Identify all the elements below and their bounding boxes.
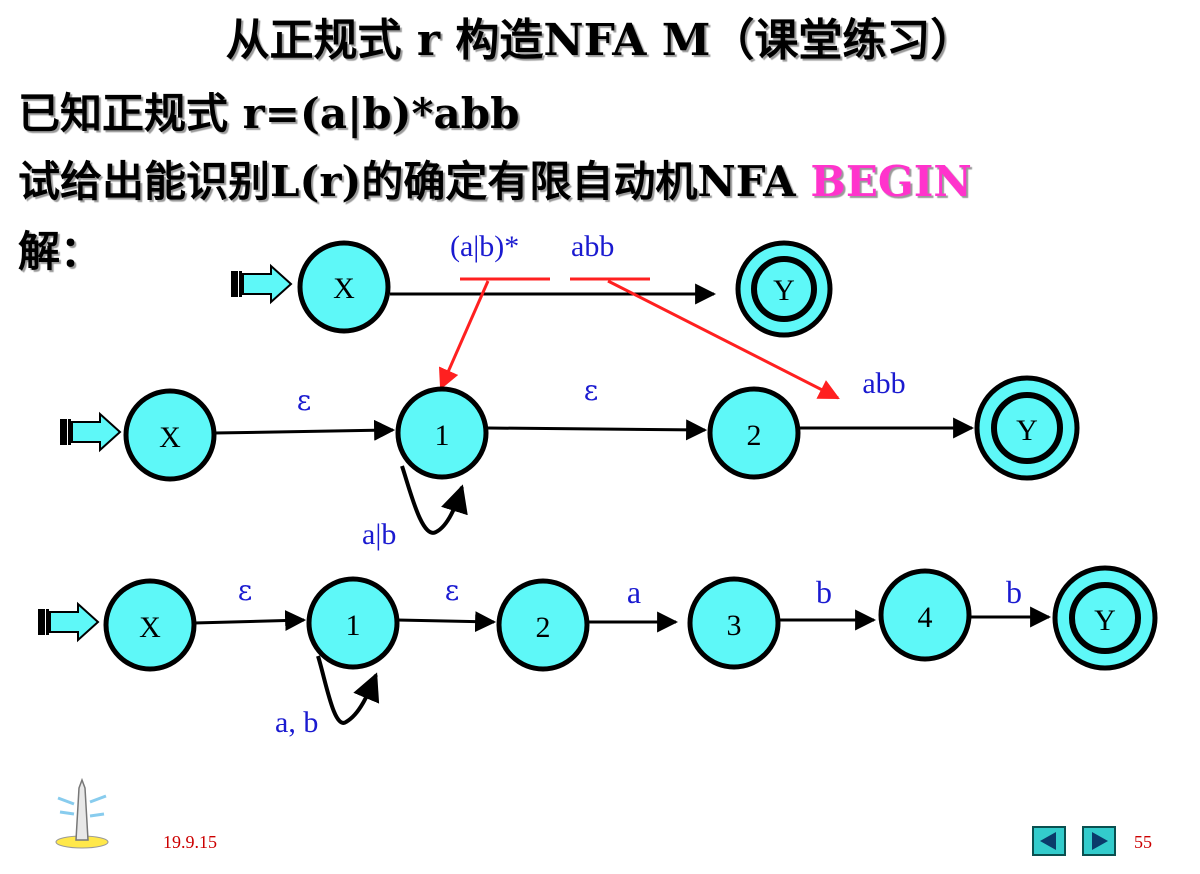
label-abb: abb bbox=[571, 230, 614, 263]
start-arrow-icon bbox=[38, 601, 100, 643]
edge-label: ε bbox=[445, 574, 460, 607]
slide-date: 19.9.15 bbox=[163, 832, 217, 852]
transition-arrow bbox=[213, 419, 396, 441]
slide-title: 从正规式 r 构造NFA M（课堂练习） bbox=[225, 15, 975, 66]
svg-text:X: X bbox=[333, 272, 355, 305]
svg-text:X: X bbox=[139, 611, 161, 644]
state-2: 2 bbox=[707, 386, 801, 480]
start-arrow-icon bbox=[231, 263, 293, 305]
mapping-arrow-abb bbox=[607, 279, 840, 400]
edge-label: b bbox=[1006, 574, 1022, 610]
self-loop bbox=[400, 465, 468, 535]
svg-text:2: 2 bbox=[536, 611, 551, 644]
edge-label: a bbox=[627, 574, 641, 610]
solution-label: 解： bbox=[18, 227, 103, 276]
svg-text:Y: Y bbox=[1094, 604, 1116, 637]
state-4: 4 bbox=[878, 568, 972, 662]
mapping-arrow-star bbox=[438, 280, 490, 390]
transition-arrow bbox=[396, 611, 497, 633]
diagram-2: X 1 2 Y ε ε abb a|b bbox=[60, 367, 1080, 551]
task-statement: 试给出能识别L(r)的确定有限自动机NFA BEGIN bbox=[18, 148, 972, 209]
svg-text:Y: Y bbox=[1016, 414, 1038, 447]
svg-text:Y: Y bbox=[773, 274, 795, 307]
state-y-accept: Y bbox=[1052, 565, 1158, 671]
state-y-accept: Y bbox=[974, 375, 1080, 481]
state-x: X bbox=[103, 578, 197, 672]
state-x: X bbox=[123, 388, 217, 482]
given-regex: 已知正规式 r=(a|b)*abb bbox=[18, 89, 520, 138]
begin-link[interactable]: BEGIN bbox=[810, 157, 972, 206]
edge-label: b bbox=[816, 574, 832, 610]
triangle-right-icon bbox=[1092, 832, 1108, 850]
prev-slide-button[interactable] bbox=[1032, 826, 1066, 856]
edge-label: ε bbox=[297, 384, 312, 417]
edge-label: ε bbox=[584, 374, 599, 407]
next-slide-button[interactable] bbox=[1082, 826, 1116, 856]
self-loop bbox=[316, 655, 380, 725]
state-y-accept: Y bbox=[735, 240, 833, 338]
diagram-1: X Y (a|b)* abb bbox=[231, 230, 840, 400]
state-1: 1 bbox=[395, 386, 489, 480]
svg-text:4: 4 bbox=[918, 601, 933, 634]
svg-text:X: X bbox=[159, 421, 181, 454]
state-x: X bbox=[297, 240, 391, 334]
state-2: 2 bbox=[496, 578, 590, 672]
label-star: (a|b)* bbox=[450, 230, 519, 263]
svg-text:3: 3 bbox=[727, 609, 742, 642]
triangle-left-icon bbox=[1040, 832, 1056, 850]
edge-label: ε bbox=[238, 574, 253, 607]
loop-label: a|b bbox=[362, 518, 396, 551]
task-text: 试给出能识别L(r)的确定有限自动机NFA bbox=[18, 157, 811, 206]
state-1: 1 bbox=[306, 576, 400, 670]
state-3: 3 bbox=[687, 576, 781, 670]
svg-text:2: 2 bbox=[747, 419, 762, 452]
transition-arrow bbox=[487, 419, 708, 441]
start-arrow-icon bbox=[60, 411, 122, 453]
loop-label: a, b bbox=[275, 706, 318, 739]
diagram-3: X 1 2 3 4 Y ε ε a b b bbox=[38, 565, 1158, 739]
svg-text:1: 1 bbox=[435, 419, 450, 452]
svg-text:1: 1 bbox=[346, 609, 361, 642]
obelisk-logo-icon bbox=[55, 778, 109, 849]
edge-label: abb bbox=[862, 367, 905, 400]
page-number: 55 bbox=[1134, 832, 1152, 852]
transition-arrow bbox=[193, 610, 307, 632]
